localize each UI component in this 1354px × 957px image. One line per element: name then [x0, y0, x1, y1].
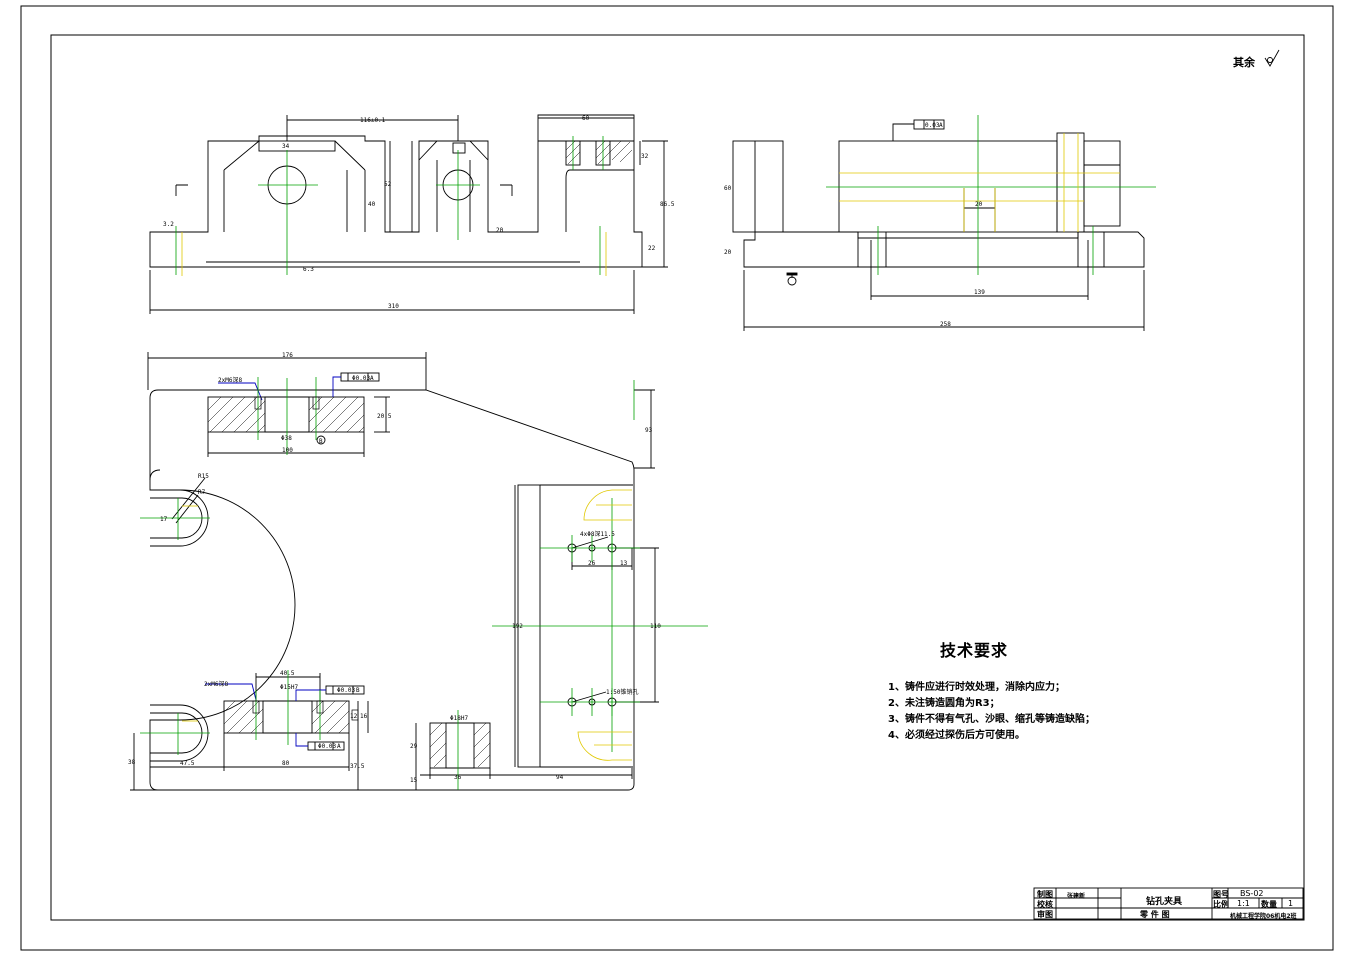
dim-plan-width: 176 — [282, 352, 293, 359]
dim-front-h3: 40 — [368, 201, 376, 208]
dim-plan-17: 17 — [160, 516, 168, 523]
dim-side-datum: A — [939, 122, 943, 129]
tech-requirement-item: 1、铸件应进行时效处理，消除内应力； — [888, 682, 1065, 693]
title-block-label-drawer: 制图 — [1037, 890, 1053, 899]
title-block-org: 机械工程学院06机电2班 — [1230, 913, 1297, 920]
dim-plan-37: 37.5 — [350, 763, 365, 770]
dim-plan-bore: Φ38 — [281, 435, 292, 442]
dim-plan-datum-b: B — [319, 438, 323, 445]
plan-view-holes — [252, 396, 359, 721]
title-block-scale-label: 比例 — [1213, 900, 1229, 909]
dim-plan-tol3: Φ0.03 — [318, 743, 336, 750]
dim-side-tol: 0.03 — [925, 122, 940, 129]
front-view — [149, 114, 668, 314]
dim-plan-bore3: Φ18H7 — [450, 715, 468, 722]
plan-view-hatch — [207, 396, 491, 768]
dim-plan-192: 192 — [512, 623, 523, 630]
title-block-part-name: 钻孔夹具 — [1146, 897, 1183, 907]
dimension-labels: 310 116±0.1 34 60 32 52 40 20 86.5 22 6.… — [128, 115, 985, 784]
inner-border — [50, 34, 1305, 921]
plan-view-colored-lines — [140, 377, 708, 790]
dim-plan-15: 15 — [410, 777, 418, 784]
tech-requirement-item: 4、必须经过探伤后方可使用。 — [888, 730, 1025, 741]
dim-plan-r15: R15 — [198, 473, 209, 480]
title-block-lines — [1033, 887, 1304, 920]
dim-front-h1: 32 — [641, 153, 649, 160]
dim-plan-16: 16 — [360, 713, 368, 720]
dim-plan-datum2: A — [337, 743, 341, 750]
dim-front-top: 60 — [582, 115, 590, 122]
dim-plan-r7: R7 — [198, 489, 206, 496]
dim-plan-datum-b2: B — [356, 687, 360, 694]
dim-front-h5: 86.5 — [660, 201, 675, 208]
dim-plan-12: 12 — [350, 713, 358, 720]
dim-plan-bore2: Φ15H7 — [280, 684, 298, 691]
dim-side-h1: 60 — [724, 185, 732, 192]
surface-finish-label: 其余 — [1233, 56, 1255, 69]
dim-front-width: 310 — [388, 303, 399, 310]
title-block-drawer-name: 张建新 — [1067, 893, 1086, 900]
dim-plan-thread2: 1:50锥销孔 — [606, 688, 638, 696]
title-block-label-reviewer: 审图 — [1037, 910, 1053, 919]
dim-plan-datum: A — [370, 375, 374, 382]
dim-plan-tol2: Φ0.03 — [337, 687, 355, 694]
dim-front-center: 116±0.1 — [360, 117, 386, 124]
dim-plan-47: 47.5 — [180, 760, 195, 767]
dim-plan-36: 36 — [454, 774, 462, 781]
dim-plan-40: 40.5 — [280, 670, 295, 677]
surface-finish-symbol — [1264, 49, 1280, 67]
title-block-qty: 1 — [1288, 899, 1294, 908]
front-view-hatch — [565, 140, 633, 165]
title-block-qty-label: 数量 — [1261, 900, 1277, 909]
outer-border — [20, 5, 1334, 951]
dim-side-inner: 139 — [974, 289, 985, 296]
dim-plan-thread3: 2xM6深8 — [204, 680, 228, 688]
title-block-drawing-type: 零 件 图 — [1140, 910, 1170, 919]
dim-side-width: 258 — [940, 321, 951, 328]
tech-requirement-item: 3、铸件不得有气孔、沙眼、缩孔等铸造缺陷； — [888, 714, 1095, 725]
dim-side-h2: 20 — [724, 249, 732, 256]
dim-plan-slot: 100 — [282, 447, 293, 454]
dim-plan-80: 80 — [282, 760, 290, 767]
tech-requirement-item: 2、未注铸造圆角为R3； — [888, 698, 1000, 709]
dim-plan-hole: 4xΦ8深11.5 — [580, 530, 615, 538]
dim-plan-110: 110 — [650, 623, 661, 630]
title-block-drawing-no: BS-02 — [1240, 889, 1264, 898]
dim-front-rough2: 3.2 — [163, 221, 174, 228]
tech-requirements-title: 技术要求 — [940, 641, 1009, 660]
dim-plan-94: 94 — [556, 774, 564, 781]
dim-plan-29: 29 — [410, 743, 418, 750]
dim-plan-20-5: 20.5 — [377, 413, 392, 420]
dim-front-slot: 34 — [282, 143, 290, 150]
dim-side-slot: 20 — [975, 201, 983, 208]
side-view-colored-lines — [826, 115, 1156, 275]
dim-front-h2: 52 — [384, 181, 392, 188]
dim-plan-h1: 93 — [645, 427, 653, 434]
side-view — [732, 119, 1145, 331]
front-view-centerlines — [175, 136, 607, 276]
title-block-scale: 1:1 — [1237, 899, 1250, 908]
dim-front-base: 22 — [648, 245, 656, 252]
title-block-label-checker: 校核 — [1037, 900, 1053, 909]
dim-front-rough: 6.3 — [303, 266, 314, 273]
dim-plan-thread: 2xM6深8 — [218, 376, 242, 384]
title-block-drawing-no-label: 图号 — [1213, 890, 1229, 899]
dim-plan-26: 26 — [588, 560, 596, 567]
plan-view — [130, 352, 659, 791]
dim-plan-13: 13 — [620, 560, 628, 567]
dim-front-h4: 20 — [496, 227, 504, 234]
dim-plan-38: 38 — [128, 759, 136, 766]
dim-plan-tol1: Φ0.03 — [352, 375, 370, 382]
